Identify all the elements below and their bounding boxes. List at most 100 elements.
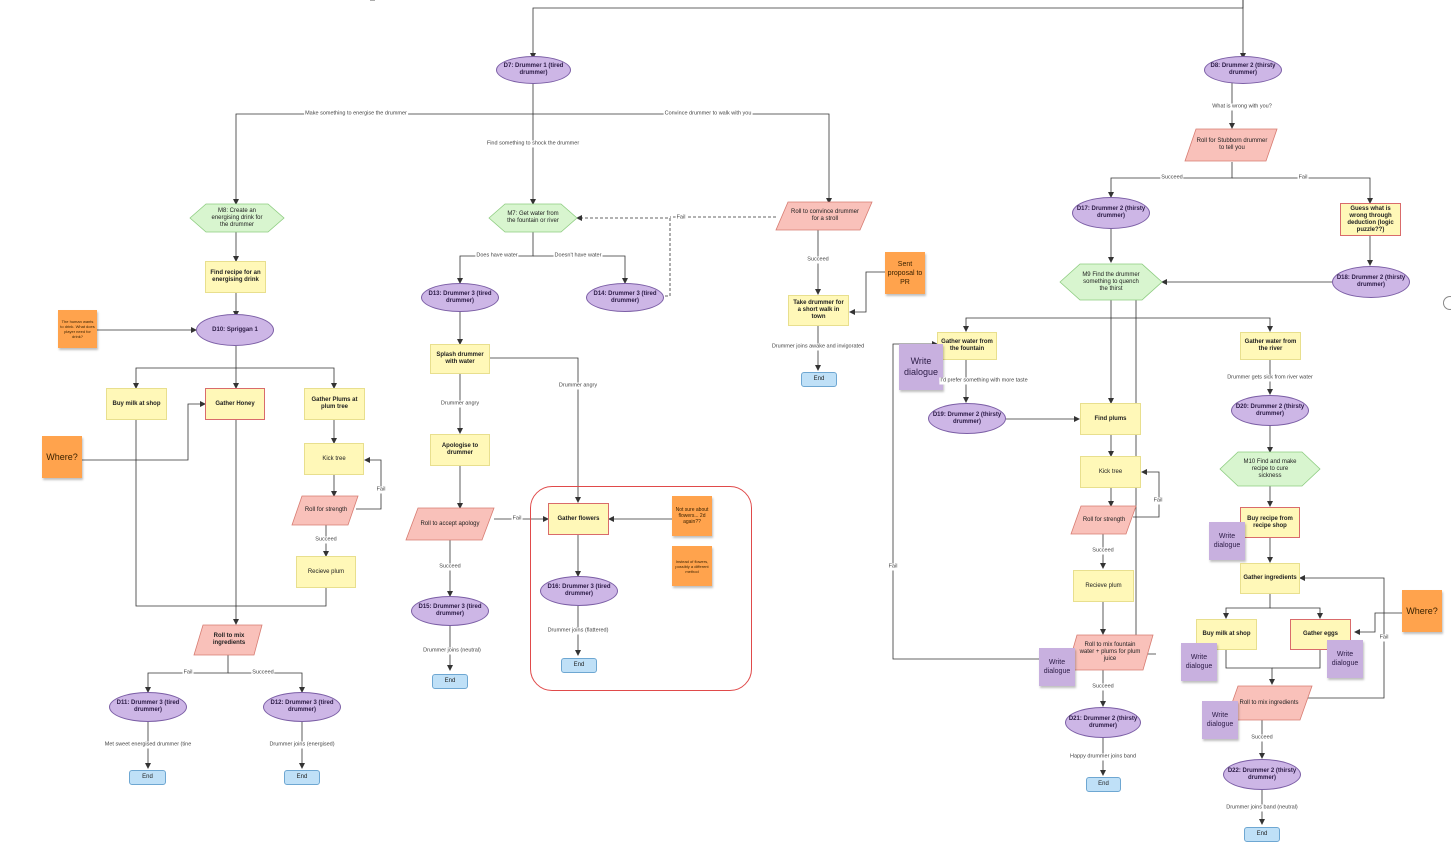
action-node-kick-tree-right[interactable]: Kick tree (1080, 456, 1141, 488)
action-node-find-recipe[interactable]: Find recipe for an energising drink (205, 261, 266, 293)
roll-para-apology (405, 507, 495, 541)
edge-label-fail: Fail (1378, 634, 1390, 642)
mission-node-m10[interactable]: M10 Find and make recipe to cure sicknes… (1243, 458, 1297, 479)
connector (1225, 650, 1275, 685)
mission-node-m9[interactable]: M9 Find the drummer something to quench … (1082, 271, 1140, 292)
canvas-edge-handle[interactable] (1443, 296, 1451, 310)
action-node-gather-honey[interactable]: Gather Honey (205, 388, 265, 420)
action-node-kick-tree[interactable]: Kick tree (304, 443, 364, 475)
connector (82, 401, 206, 461)
dialogue-node-d14[interactable]: D14: Drummer 3 (tired drummer) (586, 283, 664, 312)
end-node[interactable]: End (801, 372, 837, 387)
dialogue-node-d11[interactable]: D11: Drummer 3 (tired drummer) (109, 692, 187, 722)
end-node[interactable]: End (284, 770, 320, 785)
dialogue-node-d7[interactable]: D7: Drummer 1 (tired drummer) (496, 56, 571, 84)
dialogue-node-d21[interactable]: D21: Drummer 2 (thirsty drummer) (1065, 707, 1141, 738)
action-node-buy-recipe[interactable]: Buy recipe from recipe shop (1240, 507, 1300, 538)
roll-node-strength-right[interactable]: Roll for strength (1082, 516, 1126, 523)
mission-hex-m7 (488, 203, 578, 233)
roll-node-stubborn[interactable]: Roll for Stubborn drummer to tell you (1196, 138, 1268, 151)
edge-label-doesnt-have-water: Doesn't have water (553, 252, 603, 260)
edge-label-succeed: Succeed (1160, 174, 1184, 182)
end-node[interactable]: End (1086, 777, 1121, 792)
dialogue-node-d20[interactable]: D20: Drummer 2 (thirsty drummer) (1231, 395, 1309, 426)
sticky-note-write-dialogue[interactable]: Write dialogue (1181, 643, 1217, 681)
edge-label-fail: Fail (675, 214, 687, 222)
connector (1232, 177, 1373, 204)
edge-label-fail: Fail (511, 515, 523, 523)
action-node-gather-ingredients[interactable]: Gather ingredients (1240, 563, 1300, 594)
outcome-label-d11: Met sweet energised drummer (tine (103, 741, 193, 749)
roll-node-mix-fountain[interactable]: Roll to mix fountain water + plums for p… (1079, 642, 1141, 662)
action-node-guess[interactable]: Guess what is wrong through deduction (l… (1340, 203, 1401, 236)
dialogue-node-d17[interactable]: D17: Drummer 2 (thirsty drummer) (1072, 197, 1150, 229)
dialogue-node-d15[interactable]: D15: Drummer 3 (tired drummer) (411, 596, 489, 626)
action-node-gather-fountain[interactable]: Gather water from the fountain (937, 332, 997, 360)
sticky-note-where-right[interactable]: Where? (1402, 590, 1442, 632)
roll-node-mix-left[interactable]: Roll to mix ingredients (212, 633, 246, 646)
end-node[interactable]: End (129, 770, 166, 785)
roll-node-strength[interactable]: Roll for strength (304, 507, 348, 513)
roll-node-mix-right[interactable]: Roll to mix ingredients (1239, 699, 1299, 706)
sticky-note-sent-pr[interactable]: Sent proposal to PR (885, 252, 925, 294)
mission-node-m7[interactable]: M7: Get water from the fountain or river (507, 211, 559, 224)
action-node-take-walk[interactable]: Take drummer for a short walk in town (788, 295, 849, 326)
roll-para-strength-left (291, 495, 359, 526)
sticky-note-where-left[interactable]: Where? (42, 436, 82, 478)
edge-label-fail: Fail (1297, 174, 1309, 182)
dialogue-node-d10[interactable]: D10: Spriggan 1 (196, 314, 274, 346)
roll-node-convince[interactable]: Roll to convince drummer for a stroll (790, 209, 860, 222)
sticky-note-write-dialogue[interactable]: Write dialogue (1039, 648, 1075, 686)
connector (530, 0, 1244, 59)
connector (236, 588, 327, 607)
connector (533, 113, 832, 204)
outcome-label-d15: Drummer joins (neutral) (422, 647, 482, 655)
edge-label-convince: Convince drummer to walk with you (663, 110, 753, 118)
connector (135, 420, 236, 607)
dialogue-node-d13[interactable]: D13: Drummer 3 (tired drummer) (421, 283, 499, 312)
sticky-note-write-dialogue[interactable]: Write dialogue (1209, 522, 1245, 560)
edge-label-does-have-water: Does have water (475, 252, 519, 260)
sticky-note-write-dialogue[interactable]: Write dialogue (1202, 701, 1238, 739)
roll-node-apology[interactable]: Roll to accept apology (420, 520, 480, 527)
connector (1272, 650, 1321, 669)
connector (133, 346, 237, 389)
action-node-splash[interactable]: Splash drummer with water (430, 344, 490, 374)
dialogue-node-d12[interactable]: D12: Drummer 3 (tired drummer) (263, 692, 341, 722)
action-node-recieve-plum-right[interactable]: Recieve plum (1073, 570, 1134, 602)
edge-label-fail: Fail (182, 669, 194, 677)
sticky-note-flowers-alt[interactable]: Instead of flowers, possibly a different… (672, 546, 712, 586)
mission-hex-m9 (1059, 263, 1163, 301)
action-node-buy-milk-right[interactable]: Buy milk at shop (1196, 619, 1257, 650)
mission-node-m8[interactable]: M8: Create an energising drink for the d… (211, 207, 263, 228)
end-node[interactable]: End (432, 674, 468, 689)
sticky-note-flowers[interactable]: Not sure about flowers... 2d again?? (672, 496, 712, 536)
action-node-buy-milk[interactable]: Buy milk at shop (106, 388, 167, 420)
action-node-gather-flowers[interactable]: Gather flowers (548, 503, 609, 535)
connector (1133, 469, 1160, 518)
sticky-note-write-dialogue[interactable]: Write dialogue (1327, 640, 1363, 678)
sticky-note-write-dialogue[interactable]: Write dialogue (899, 344, 943, 390)
edge-label-succeed: Succeed (1091, 547, 1115, 555)
action-node-find-plums[interactable]: Find plums (1080, 403, 1141, 435)
dialogue-node-d16[interactable]: D16: Drummer 3 (tired drummer) (540, 576, 618, 606)
dialogue-node-d19[interactable]: D19: Drummer 2 (thirsty drummer) (928, 403, 1006, 434)
dialogue-node-d18[interactable]: D18: Drummer 2 (thirsty drummer) (1332, 266, 1410, 298)
action-node-gather-river[interactable]: Gather water from the river (1240, 332, 1301, 360)
action-node-apologise[interactable]: Apologise to drummer (430, 434, 490, 466)
outcome-label-d22: Drummer joins band (neutral) (1225, 804, 1299, 812)
end-node[interactable]: End (561, 658, 597, 673)
connector (1111, 317, 1273, 332)
edge-label-fail: Fail (887, 563, 899, 571)
connector (356, 457, 382, 510)
outcome-label-walk: Drummer joins awake and invigorated (770, 343, 866, 351)
dialogue-node-d22[interactable]: D22: Drummer 2 (thirsty drummer) (1223, 759, 1301, 790)
action-node-gather-plums[interactable]: Gather Plums at plum tree (304, 388, 365, 420)
roll-para-strength-right (1070, 505, 1137, 535)
dialogue-node-d8[interactable]: D8: Drummer 2 (thirsty drummer) (1204, 56, 1282, 84)
action-node-recieve-plum[interactable]: Recieve plum (296, 556, 356, 588)
sticky-note-drink[interactable]: The human wants to drink. What does play… (58, 310, 97, 348)
end-node[interactable]: End (1244, 827, 1280, 842)
